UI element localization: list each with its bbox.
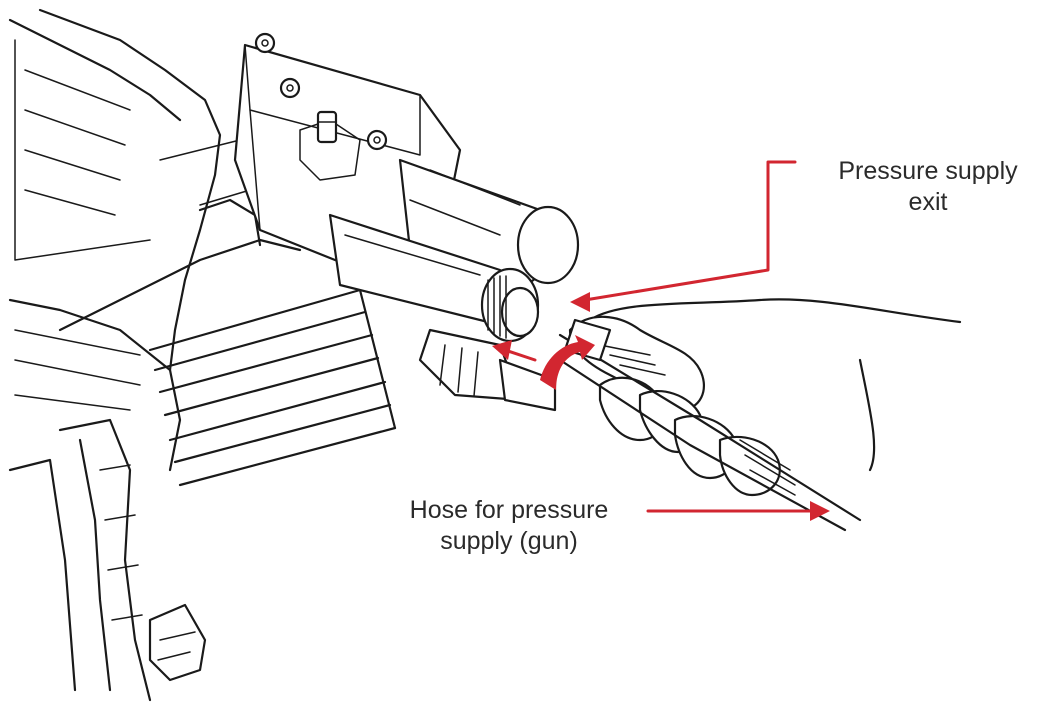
connection-arrows <box>492 335 595 390</box>
hose-coupling-lower <box>418 328 557 412</box>
label-exit-line2: exit <box>908 188 948 216</box>
hand <box>568 298 962 497</box>
label-exit-line1: Pressure supply <box>838 157 1018 185</box>
pump-head <box>233 32 462 272</box>
label-hose-for-pressure-supply: Hose for pressure supply (gun) <box>383 495 635 557</box>
frame-handle <box>8 418 207 702</box>
machine-body <box>8 8 302 472</box>
callout-exit-leader <box>570 160 797 312</box>
cooling-fins <box>148 288 397 487</box>
label-hose-line2: supply (gun) <box>440 527 578 555</box>
label-hose-line1: Hose for pressure <box>409 496 609 524</box>
label-pressure-supply-exit: Pressure supply exit <box>814 156 1042 218</box>
pressure-outlet <box>328 213 540 343</box>
callout-hose-leader <box>646 501 830 521</box>
